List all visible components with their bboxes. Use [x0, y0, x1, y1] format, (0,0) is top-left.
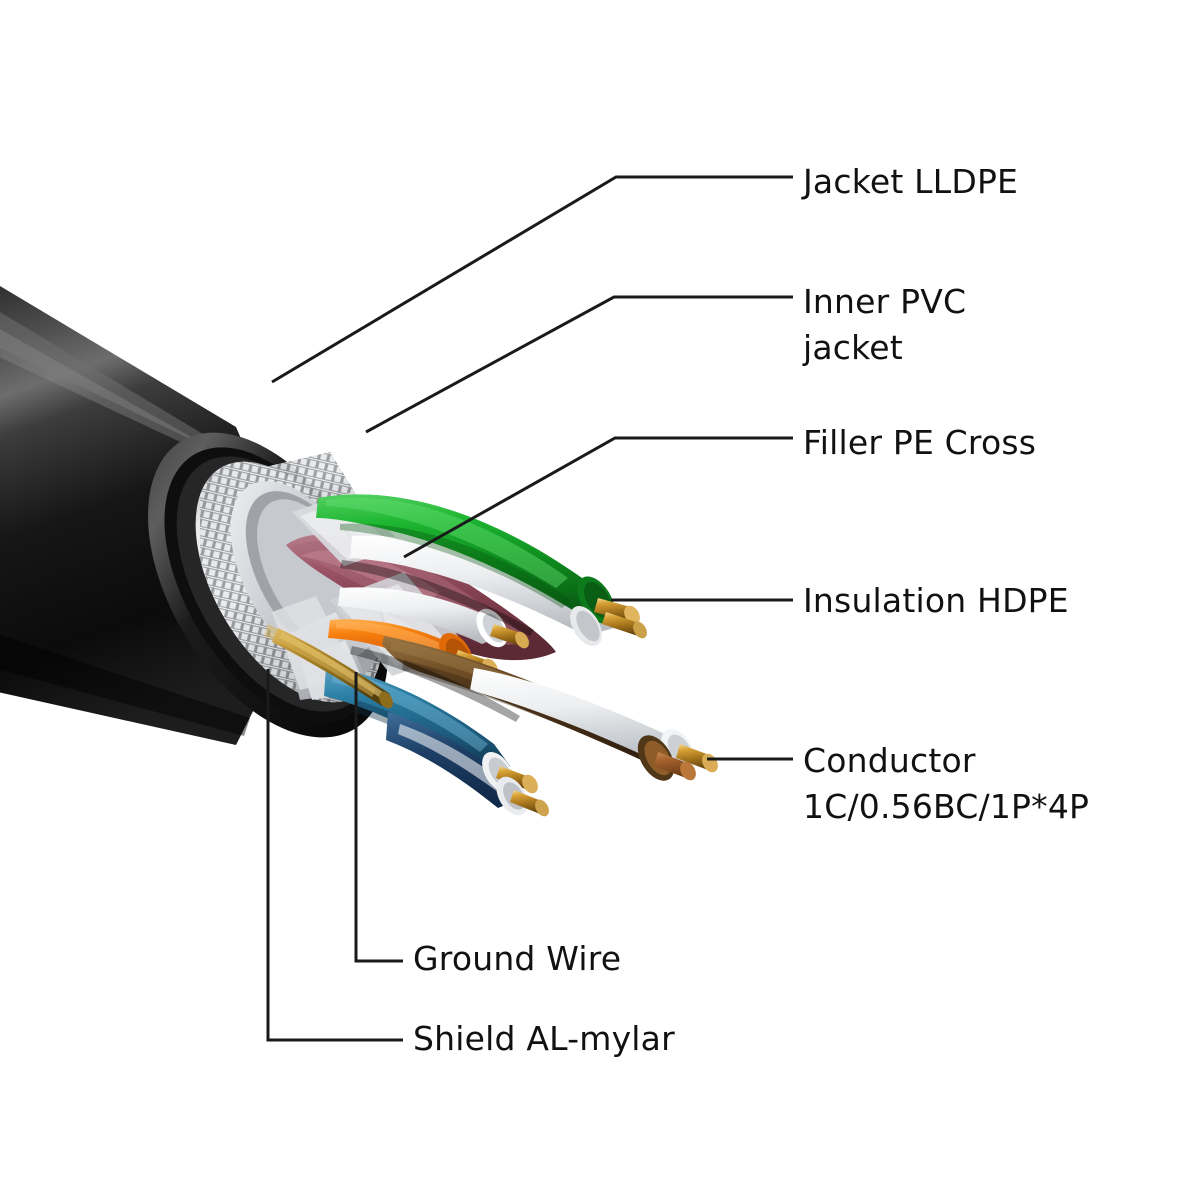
label-conductor-line2: 1C/0.56BC/1P*4P [803, 787, 1090, 826]
pair-green [316, 494, 647, 647]
ground-wire [264, 624, 393, 709]
label-jacket-lldpe: Jacket LLDPE [803, 162, 1019, 201]
label-filler-pe-cross: Filler PE Cross [803, 423, 1037, 462]
label-inner-pvc-jacket-line1: Inner PVC [803, 282, 967, 321]
conductor-tip-green [594, 598, 647, 639]
label-shield-al-mylar: Shield AL-mylar [413, 1019, 675, 1058]
label-conductor-line1: Conductor [803, 741, 976, 780]
label-inner-pvc-jacket-line2: jacket [803, 328, 903, 367]
inner-pvc-leader-line [365, 295, 793, 434]
label-ground-wire: Ground Wire [413, 939, 622, 978]
shield-leader-line [266, 669, 403, 1042]
ground-leader-line [354, 672, 403, 963]
shadow-details [340, 560, 534, 722]
jacket-leader-line [271, 175, 793, 384]
label-insulation-hdpe: Insulation HDPE [803, 581, 1069, 620]
pair-brown [382, 636, 718, 781]
filler-leader-line [403, 436, 793, 559]
